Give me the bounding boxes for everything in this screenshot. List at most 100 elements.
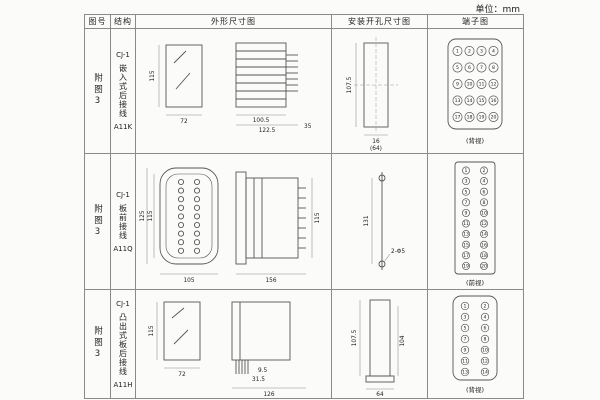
header-terminal: 端子图 — [427, 14, 524, 29]
outline-cell: 125 115 105 156 115 — [135, 153, 332, 290]
svg-text:1: 1 — [464, 304, 467, 310]
dim-label: 122.5 — [259, 128, 276, 134]
svg-text:17: 17 — [455, 115, 461, 121]
structure-cell: CJ-1 板前接线 A11Q — [110, 153, 136, 290]
svg-text:10: 10 — [467, 82, 473, 88]
svg-text:10: 10 — [481, 211, 487, 217]
outline-cell: 115 72 9.5 31.5 126 — [135, 289, 332, 399]
svg-text:18: 18 — [467, 115, 473, 121]
dim-label: (64) — [370, 146, 382, 152]
svg-text:6: 6 — [484, 326, 487, 332]
outline-drawing: 115 72 100.5 122.5 35 — [150, 42, 312, 134]
dim-label: 16 — [372, 139, 380, 145]
svg-text:4: 4 — [484, 315, 487, 321]
fig-no: 附图3 — [92, 73, 103, 109]
code-label: A11K — [113, 123, 133, 131]
svg-text:8: 8 — [484, 337, 487, 343]
svg-text:14: 14 — [481, 232, 487, 238]
dim-label: 100.5 — [253, 118, 270, 124]
svg-text:20: 20 — [481, 264, 487, 270]
svg-text:3: 3 — [480, 49, 483, 55]
fig-no: 附图3 — [92, 203, 103, 240]
svg-text:1: 1 — [465, 168, 468, 174]
svg-text:5: 5 — [465, 189, 468, 195]
header-install: 安装开孔尺寸图 — [331, 14, 428, 29]
header-outline: 外形尺寸图 — [135, 14, 332, 29]
svg-text:14: 14 — [482, 370, 488, 376]
svg-text:19: 19 — [463, 264, 469, 270]
code-label: A11H — [113, 380, 133, 389]
view-caption: (前视) — [466, 278, 484, 287]
table-row: 附图3 CJ-1 嵌入式后接线 A11K — [84, 28, 524, 154]
dim-label: 126 — [263, 392, 274, 398]
dim-label: 9.5 — [258, 368, 268, 374]
svg-text:12: 12 — [481, 221, 487, 227]
mount-label: 凸出式板后接线 — [118, 312, 128, 376]
svg-text:11: 11 — [479, 82, 485, 88]
dim-label: 115 — [315, 212, 321, 223]
header-row: 图号 结构 外形尺寸图 安装开孔尺寸图 端子图 — [84, 14, 524, 29]
structure-cell: CJ-1 凸出式板后接线 A11H — [110, 289, 136, 399]
svg-text:2: 2 — [483, 168, 486, 174]
svg-text:3: 3 — [465, 179, 468, 185]
model-label: CJ-1 — [116, 51, 130, 59]
dim-label: 2-Φ5 — [391, 249, 405, 255]
dim-label: 35 — [304, 124, 312, 130]
mount-label: 板前接线 — [118, 203, 128, 240]
dim-label: 107.5 — [352, 329, 358, 346]
svg-text:7: 7 — [480, 65, 483, 71]
svg-text:2: 2 — [484, 304, 487, 310]
svg-text:9: 9 — [464, 348, 467, 354]
dim-label: 115 — [148, 210, 154, 221]
view-caption: (背视) — [466, 385, 484, 394]
install-drawing: 107.5 16 (64) — [347, 37, 398, 152]
svg-text:10: 10 — [482, 348, 488, 354]
dim-label: 107.5 — [347, 76, 353, 93]
svg-text:9: 9 — [465, 211, 468, 217]
svg-text:11: 11 — [462, 359, 468, 365]
dim-label: 72 — [178, 372, 186, 378]
svg-text:15: 15 — [479, 98, 485, 104]
outline-drawing: 115 72 9.5 31.5 126 — [149, 301, 306, 398]
svg-text:9: 9 — [456, 82, 459, 88]
header-structure: 结构 — [110, 14, 136, 29]
svg-text:16: 16 — [491, 98, 497, 104]
svg-text:6: 6 — [483, 189, 486, 195]
svg-text:4: 4 — [492, 49, 495, 55]
outline-drawing: 125 115 105 156 115 — [140, 167, 321, 284]
dim-label: 125 — [140, 210, 146, 221]
view-caption: (背视) — [466, 136, 484, 145]
structure-cell: CJ-1 嵌入式后接线 A11K — [110, 28, 136, 154]
fig-cell: 附图3 — [84, 289, 111, 399]
svg-text:5: 5 — [456, 65, 459, 71]
svg-text:5: 5 — [464, 326, 467, 332]
svg-text:11: 11 — [463, 221, 469, 227]
svg-text:8: 8 — [483, 200, 486, 206]
header-fig: 图号 — [84, 14, 111, 29]
svg-text:8: 8 — [492, 65, 495, 71]
table-row: 附图3 CJ-1 凸出式板后接线 A11H — [84, 289, 524, 399]
svg-text:3: 3 — [464, 315, 467, 321]
svg-text:13: 13 — [463, 232, 469, 238]
fig-no: 附图3 — [92, 326, 103, 362]
svg-text:7: 7 — [464, 337, 467, 343]
svg-text:2: 2 — [468, 49, 471, 55]
svg-text:20: 20 — [491, 115, 497, 121]
svg-text:16: 16 — [481, 242, 487, 248]
svg-text:17: 17 — [463, 253, 469, 259]
svg-text:4: 4 — [483, 179, 486, 185]
table-row: 附图3 CJ-1 板前接线 A11Q — [84, 153, 524, 290]
dim-label: 105 — [183, 278, 194, 284]
svg-text:14: 14 — [467, 98, 473, 104]
fig-cell: 附图3 — [84, 28, 111, 154]
fig-cell: 附图3 — [84, 153, 111, 290]
